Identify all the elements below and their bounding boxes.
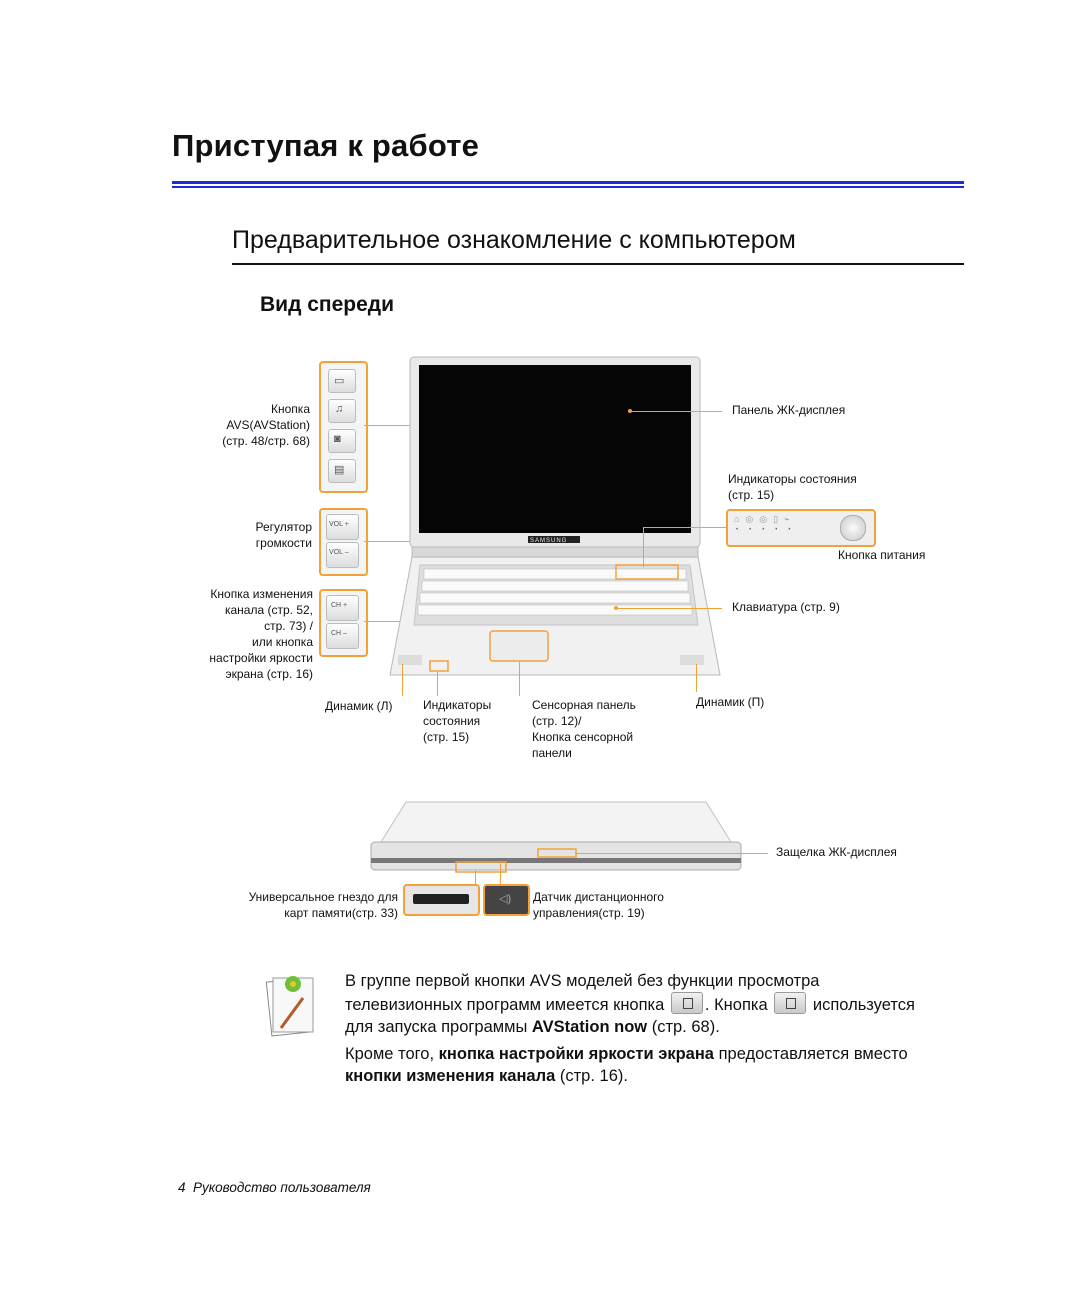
- lcd-latch-label: Защелка ЖК-дисплея: [776, 845, 897, 859]
- subsection-title: Вид спереди: [260, 293, 395, 316]
- indicators-bottom-label: Индикаторы состояния (стр. 15): [423, 698, 492, 744]
- avs-button-panel: ▭ ♫ ◙ ▤: [319, 361, 368, 493]
- speaker-left-label: Динамик (Л): [325, 699, 393, 713]
- section-title: Предварительное ознакомление с компьютер…: [232, 226, 796, 254]
- camera-icon: ◙: [334, 433, 341, 445]
- footer-text: Руководство пользователя: [193, 1180, 371, 1195]
- remote-sensor-detail: ◁): [483, 884, 530, 916]
- ch-minus-key: CH –: [331, 630, 347, 637]
- keyboard-label: Клавиатура (стр. 9): [732, 600, 840, 614]
- speaker-right-label: Динамик (П): [696, 695, 765, 709]
- film-icon: ▤: [334, 464, 345, 476]
- note-paragraph-1: В группе первой кнопки AVS моделей без ф…: [345, 972, 915, 1036]
- tv-icon: ▭: [334, 375, 345, 387]
- page-title: Приступая к работе: [172, 128, 480, 163]
- laptop-front-image: [389, 356, 721, 676]
- page-footer: 4 Руководство пользователя: [178, 1180, 371, 1195]
- music-icon: ♫: [335, 403, 344, 415]
- avs-station-button-icon: [774, 992, 807, 1014]
- title-rule-top: [172, 181, 964, 184]
- status-icons: ⌂◎◎▯⌁: [734, 514, 796, 524]
- power-button-label: Кнопка питания: [838, 548, 926, 562]
- volume-label: Регулятор громкости: [255, 520, 312, 550]
- vol-plus-key: VOL +: [329, 521, 349, 528]
- touchpad-label: Сенсорная панель (стр. 12)/ Кнопка сенсо…: [532, 698, 636, 760]
- status-indicators-label: Индикаторы состояния (стр. 15): [728, 472, 857, 502]
- channel-label: Кнопка изменения канала (стр. 52, стр. 7…: [209, 587, 313, 681]
- avs-button-label: Кнопка AVS(AVStation) (стр. 48/стр. 68): [222, 402, 310, 448]
- ch-plus-key: CH +: [331, 602, 348, 609]
- volume-panel: VOL + VOL –: [319, 508, 368, 576]
- remote-sensor-label: Датчик дистанционного управления(стр. 19…: [533, 890, 664, 920]
- vol-minus-key: VOL –: [329, 549, 349, 556]
- channel-panel: CH + CH –: [319, 589, 368, 657]
- status-leds: •••••: [736, 527, 802, 533]
- laptop-brand-logo: SAMSUNG: [530, 538, 568, 544]
- power-button-icon: [840, 515, 866, 541]
- card-slot-detail: [403, 884, 480, 916]
- note-paragraph-2: Кроме того, кнопка настройки яркости экр…: [345, 1045, 908, 1085]
- card-slot-label: Универсальное гнездо для карт памяти(стр…: [248, 890, 398, 920]
- lcd-panel-label: Панель ЖК-дисплея: [732, 403, 846, 417]
- section-rule: [232, 263, 964, 265]
- status-power-panel: ⌂◎◎▯⌁ •••••: [726, 509, 876, 547]
- avs-tv-button-icon: [670, 992, 703, 1014]
- note-icon: [265, 976, 314, 1037]
- title-rule-bottom: [172, 186, 964, 188]
- laptop-closed-image: [370, 801, 742, 873]
- page-number: 4: [178, 1180, 186, 1195]
